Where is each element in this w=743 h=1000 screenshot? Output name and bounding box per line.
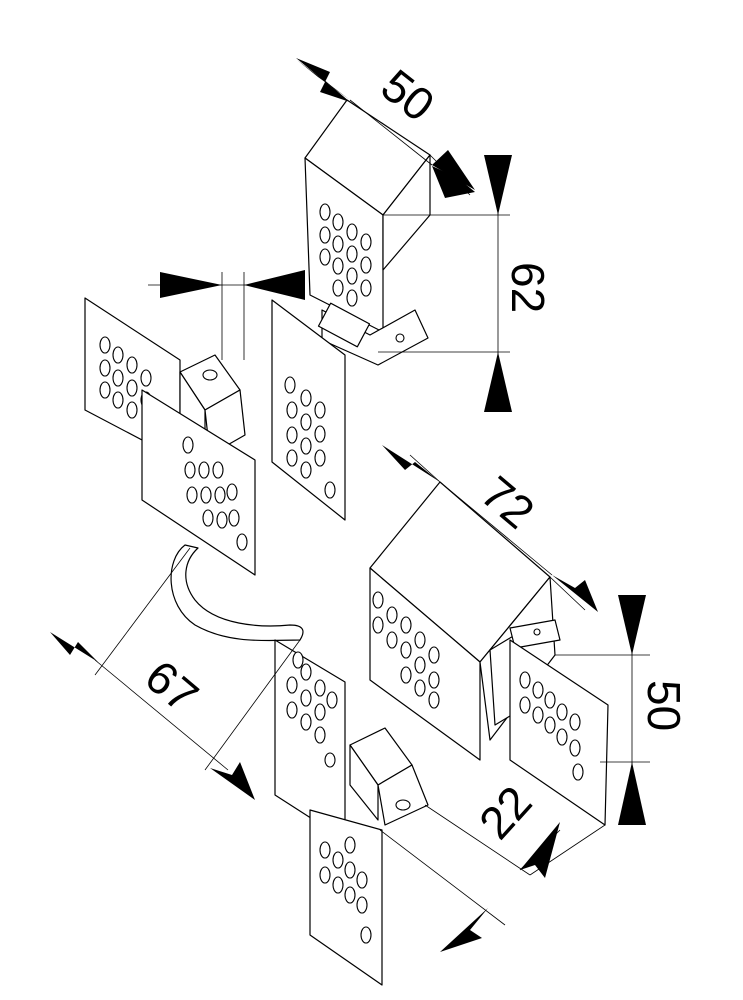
dim-top-height-label: 62 <box>502 262 554 313</box>
bottom-hinge-front <box>349 744 379 821</box>
dim-bracket-depth-label: 22 <box>469 776 542 849</box>
dim62-arrow-a <box>484 155 512 215</box>
gap-dimension <box>148 270 305 360</box>
left-back-plate-holes <box>99 336 152 419</box>
dim72-arrow-a <box>382 445 440 482</box>
dim67-arrow-a <box>50 632 98 662</box>
right-box-holes <box>372 591 440 709</box>
handle <box>170 544 304 642</box>
top-bracket-plate <box>317 302 371 348</box>
dim-box-height-label: 50 <box>638 680 690 731</box>
dim50v-arrow-a <box>618 595 646 655</box>
bottom-handle-assembly: 67 <box>50 544 531 986</box>
dim72-line <box>439 481 553 576</box>
middle-hinge-assembly <box>84 297 346 576</box>
right-box-assembly: 72 50 22 <box>369 445 690 878</box>
gap-arrow-a <box>160 272 222 298</box>
dim50v-arrow-b <box>618 762 646 825</box>
gap-arrow-b <box>244 270 305 300</box>
right-hinge-screw <box>533 628 541 636</box>
dim67-ext1 <box>94 547 191 676</box>
dim67-line <box>94 659 229 771</box>
dim67-ext2 <box>204 639 301 771</box>
dim22-arrow-lower <box>440 908 488 952</box>
dim72-ext2 <box>549 576 586 611</box>
right-front-plate-holes <box>519 671 584 781</box>
bottom-hinge-screw <box>395 799 411 811</box>
dim50-line <box>349 99 433 166</box>
left-front-plate <box>141 389 256 576</box>
top-right-assembly: 50 62 <box>296 58 554 412</box>
dim72-ext1 <box>409 454 441 483</box>
dim22-arrow <box>520 822 560 878</box>
dim72-arrow-b <box>552 575 598 612</box>
dim22-ext-lower <box>379 829 506 926</box>
dim67-arrow-b <box>210 762 255 800</box>
hinge-screw <box>202 369 218 381</box>
bottom-plate-holes <box>319 836 372 944</box>
center-plate-holes <box>284 376 336 499</box>
top-bracket-screw <box>395 333 405 343</box>
handle-plate-holes <box>286 651 338 768</box>
dim50-arrow-b2 <box>432 166 475 198</box>
dim-top-width-label: 50 <box>372 59 444 131</box>
dim62-arrow-b <box>484 352 512 412</box>
left-front-plate-holes <box>182 436 248 551</box>
bottom-hinge-side <box>377 764 429 826</box>
dim50-arrow-b <box>432 150 475 190</box>
dim22-ext-upper <box>424 804 531 876</box>
top-box-holes <box>319 203 372 307</box>
dim50-arrow-a2 <box>296 58 350 102</box>
dim-handle-span-label: 67 <box>136 650 209 723</box>
